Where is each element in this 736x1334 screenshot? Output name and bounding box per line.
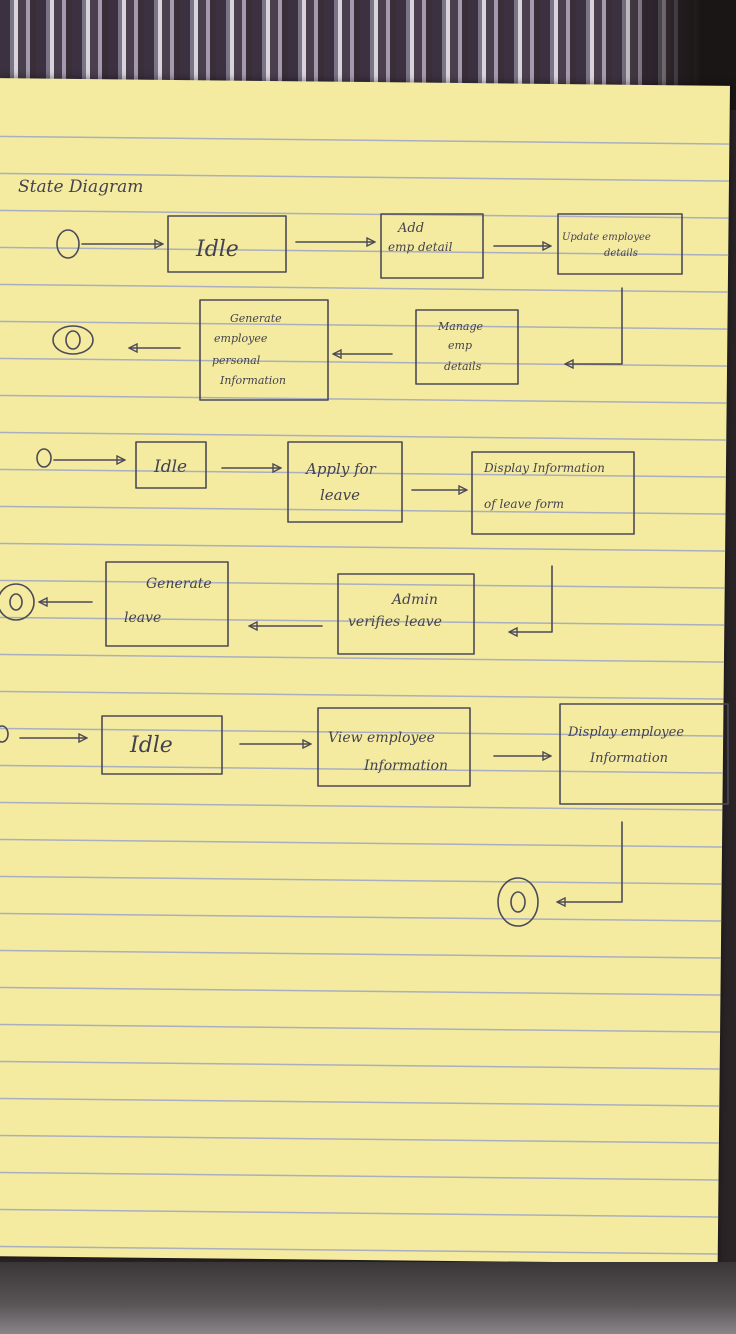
state-manage-line-3: details — [444, 360, 482, 373]
final-state-3 — [497, 877, 539, 927]
state-generate-leave-line-1: Generate — [146, 576, 212, 592]
initial-state-2 — [36, 448, 52, 468]
state-apply-line-2: leave — [320, 486, 360, 504]
state-idle-3: Idle — [101, 715, 223, 775]
state-idle-3-label: Idle — [129, 733, 173, 758]
state-display-leave-line-1: Display Information — [483, 461, 605, 475]
state-update-line-2: details — [604, 248, 638, 259]
state-update-line-1: Update employee — [562, 232, 651, 243]
state-manage-line-1: Manage — [437, 320, 484, 333]
state-idle-1-label: Idle — [195, 237, 239, 262]
state-admin-line-2: verifies leave — [348, 614, 442, 630]
state-idle-1: Idle — [167, 215, 287, 273]
diagram-title: State Diagram — [18, 177, 143, 197]
state-display-emp-line-1: Display employee — [567, 725, 684, 740]
state-add-emp-detail: Add emp detail — [380, 213, 484, 279]
initial-state-1 — [56, 229, 80, 259]
state-generate-info-line-3: personal — [212, 354, 261, 367]
state-generate-personal-information: Generate employee personal Information — [199, 299, 329, 401]
state-idle-2: Idle — [135, 441, 207, 489]
final-state-2 — [0, 583, 35, 621]
state-manage-emp-details: Manage emp details — [415, 309, 519, 385]
transition-display-final-3 — [558, 821, 623, 902]
state-view-line-2: Information — [363, 758, 448, 774]
state-apply-for-leave: Apply for leave — [287, 441, 403, 523]
state-display-leave-line-2: of leave form — [484, 497, 564, 511]
state-view-employee-information: View employee Information — [317, 707, 471, 787]
state-display-employee-information: Display employee Information — [559, 703, 729, 805]
state-manage-line-2: emp — [448, 339, 472, 352]
transition-display-admin — [510, 565, 553, 632]
state-admin-verifies-leave: Admin verifies leave — [337, 573, 475, 655]
initial-state-3 — [0, 725, 9, 743]
state-display-emp-line-2: Information — [589, 751, 668, 766]
state-display-leave-form: Display Information of leave form — [471, 451, 635, 535]
state-admin-line-1: Admin — [390, 592, 438, 608]
final-state-1 — [52, 325, 94, 355]
table-surface — [0, 1262, 736, 1334]
state-generate-info-line-4: Information — [219, 374, 286, 387]
transition-update-manage — [566, 287, 623, 364]
state-idle-2-label: Idle — [153, 457, 187, 477]
state-add-emp-line-2: emp detail — [388, 240, 453, 254]
state-generate-info-line-2: employee — [214, 332, 268, 345]
state-view-line-1: View employee — [328, 730, 435, 746]
state-add-emp-line-1: Add — [397, 221, 424, 236]
state-generate-leave: Generate leave — [105, 561, 229, 647]
state-generate-leave-line-2: leave — [124, 610, 161, 626]
state-generate-info-line-1: Generate — [230, 312, 282, 325]
state-update-employee-details: Update employee details — [557, 213, 683, 275]
state-apply-line-1: Apply for — [304, 460, 377, 478]
